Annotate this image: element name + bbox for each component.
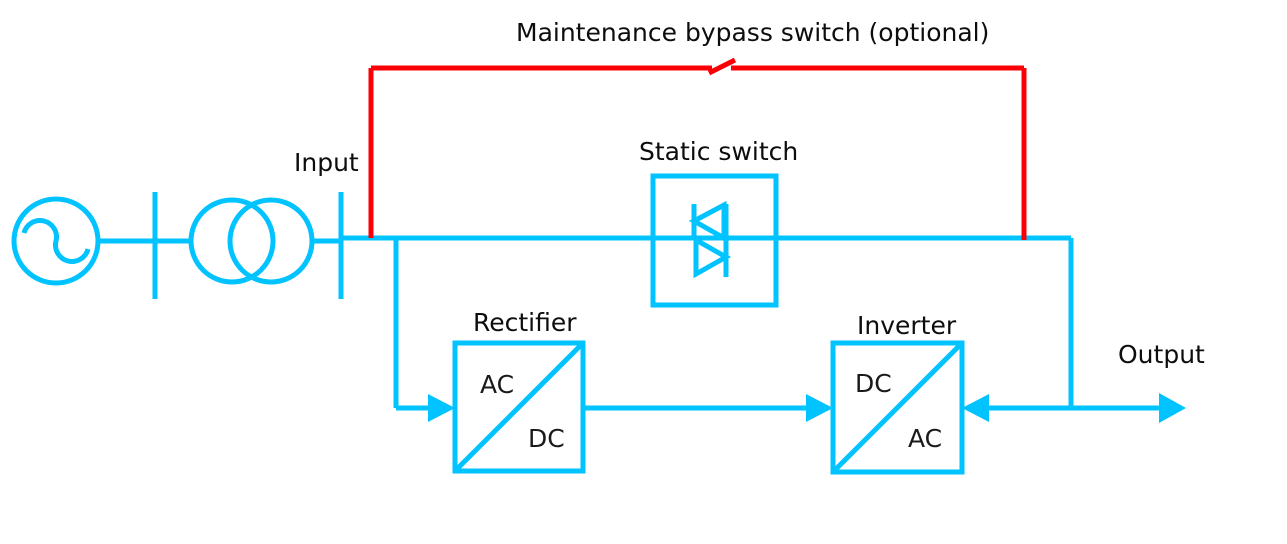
rectifier-output-type: DC (528, 424, 565, 453)
rectifier-block[interactable]: AC DC (452, 340, 586, 474)
inverter-box (830, 340, 965, 475)
transformer-icon (188, 197, 315, 285)
inverter-diagonal (831, 341, 964, 474)
thyristor-pair-icon (688, 200, 732, 279)
arrowhead-into-inverter-left (806, 394, 833, 422)
bypass-switch-blade[interactable] (707, 57, 737, 76)
input-label: Input (294, 148, 359, 177)
ac-source-icon (11, 196, 101, 286)
arrowhead-output (1159, 393, 1186, 423)
inverter-label: Inverter (857, 311, 957, 340)
inverter-input-type: DC (855, 369, 892, 398)
output-label: Output (1118, 340, 1205, 369)
static-switch-block[interactable] (650, 173, 779, 308)
static-switch-label: Static switch (639, 137, 798, 166)
rectifier-label: Rectifier (473, 308, 577, 337)
static-switch-box (650, 173, 779, 308)
arrowhead-into-inverter-right (962, 394, 989, 422)
arrowhead-into-rectifier (428, 394, 455, 422)
rectifier-diagonal (453, 341, 585, 473)
inverter-block[interactable]: DC AC (830, 340, 965, 475)
inverter-output-type: AC (908, 424, 942, 453)
rectifier-input-type: AC (480, 370, 514, 399)
maintenance-bypass-title: Maintenance bypass switch (optional) (516, 18, 989, 47)
